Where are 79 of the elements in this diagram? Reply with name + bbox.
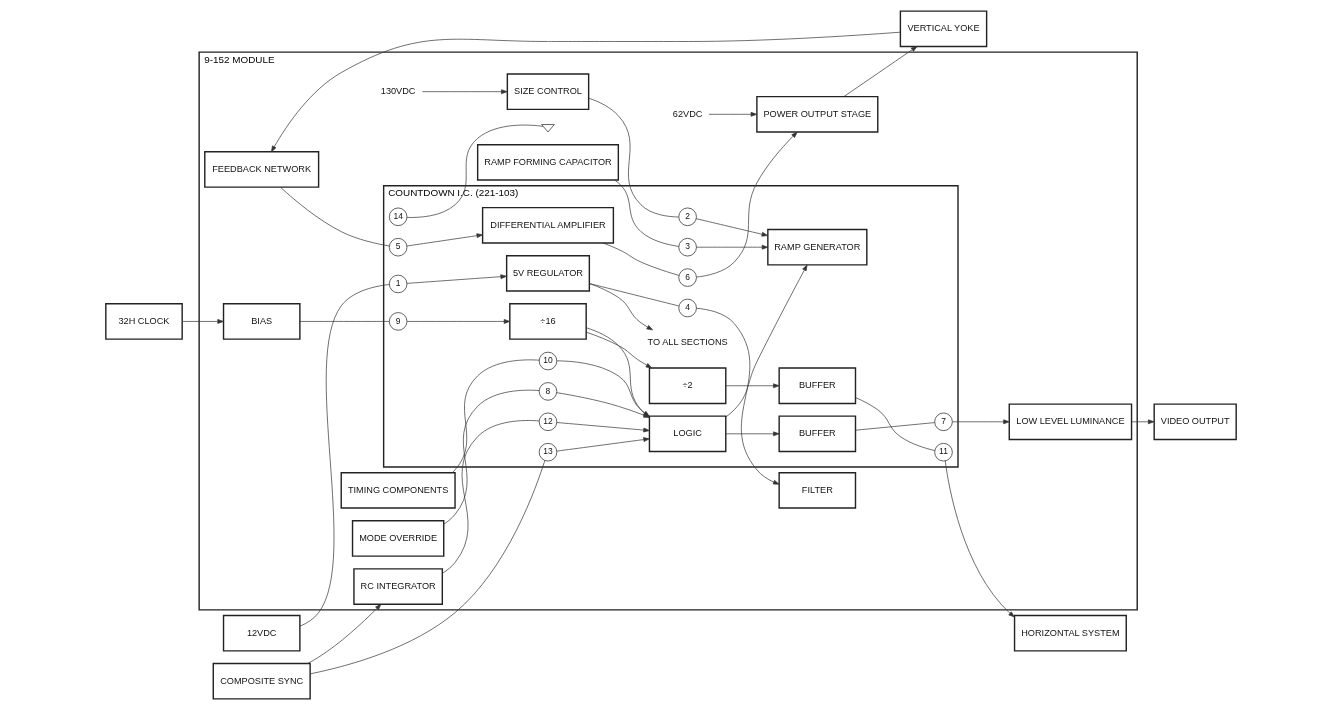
node-circle: 9 — [388, 312, 407, 331]
arrow — [944, 460, 1015, 618]
node-box: 32H CLOCK — [104, 303, 183, 340]
node-circle: 7 — [933, 412, 953, 431]
node-circle: 8 — [538, 382, 557, 401]
arrow — [725, 431, 779, 437]
arrow — [695, 218, 768, 237]
arrow — [725, 383, 779, 389]
connector — [451, 359, 539, 473]
arrow — [695, 244, 768, 250]
node-box: HORIZONTAL SYSTEM — [1013, 614, 1127, 652]
node-box: FILTER — [777, 472, 856, 509]
node-box: MODE OVERRIDE — [351, 520, 444, 557]
node-circle: 12 — [538, 412, 557, 431]
node-circle: 4 — [677, 298, 697, 318]
arrow — [406, 274, 507, 284]
connector — [406, 124, 543, 218]
node-text: 62VDC — [672, 108, 702, 119]
connector — [854, 397, 935, 451]
node-circle: 11 — [933, 443, 953, 462]
node-circle: 3 — [677, 238, 697, 257]
arrow — [585, 331, 652, 369]
arrow — [406, 233, 483, 247]
arrow — [588, 283, 653, 331]
connector — [587, 97, 679, 218]
node-text: TO ALL SECTIONS — [647, 337, 728, 348]
connector — [442, 389, 539, 525]
connector — [588, 283, 679, 307]
arrow — [695, 307, 779, 485]
node-circle: 10 — [538, 351, 557, 371]
node-circle: 6 — [677, 268, 697, 287]
connector — [309, 460, 545, 675]
connector — [613, 179, 679, 247]
node-box: LOGIC — [648, 415, 726, 453]
node-box: TIMING COMPONENTS — [340, 472, 456, 509]
node-box: 12VDC — [222, 614, 301, 652]
node-box: BUFFER — [777, 415, 856, 453]
node-box: VERTICAL YOKE — [899, 10, 987, 48]
node-box: ÷16 — [508, 303, 587, 340]
node-text: 130VDC — [380, 86, 415, 97]
node-box: BUFFER — [777, 367, 856, 405]
node-circle: 14 — [388, 207, 407, 226]
node-box: DIFFERENTIAL AMPLIFIER — [481, 206, 614, 244]
node-circle: 2 — [677, 207, 697, 226]
node-circle: 5 — [388, 238, 407, 257]
node-box: LOW LEVEL LUMINANCE — [1008, 403, 1132, 441]
node-box: RAMP FORMING CAPACITOR — [476, 144, 619, 181]
connector — [279, 187, 390, 247]
arrow — [421, 89, 507, 94]
node-box: FEEDBACK NETWORK — [203, 151, 319, 188]
node-box: BIAS — [222, 303, 301, 340]
arrow — [556, 437, 650, 452]
arrow — [725, 264, 807, 418]
node-ground — [540, 124, 555, 133]
connector — [441, 420, 539, 574]
node-box: ÷2 — [648, 367, 726, 405]
node-circle: 1 — [388, 274, 407, 294]
arrow — [695, 131, 797, 278]
node-box: 5V REGULATOR — [505, 254, 590, 292]
arrow — [708, 111, 757, 117]
arrow — [406, 319, 510, 324]
connector — [854, 422, 935, 431]
connector — [602, 242, 679, 276]
node-box: POWER OUTPUT STAGE — [755, 95, 878, 133]
arrow — [556, 422, 650, 433]
arrow — [181, 319, 224, 324]
node-box: SIZE CONTROL — [506, 73, 589, 111]
node-box: RAMP GENERATOR — [766, 228, 867, 266]
arrow — [951, 419, 1010, 425]
arrow — [270, 31, 901, 153]
arrow — [1130, 419, 1154, 425]
node-box: VIDEO OUTPUT — [1152, 403, 1237, 441]
arrow — [306, 603, 381, 664]
node-circle: 13 — [538, 443, 557, 462]
node-box: COMPOSITE SYNC — [212, 662, 311, 700]
arrow — [843, 46, 917, 97]
connector — [299, 321, 390, 322]
node-box: RC INTEGRATOR — [352, 568, 443, 605]
connector — [299, 284, 390, 627]
